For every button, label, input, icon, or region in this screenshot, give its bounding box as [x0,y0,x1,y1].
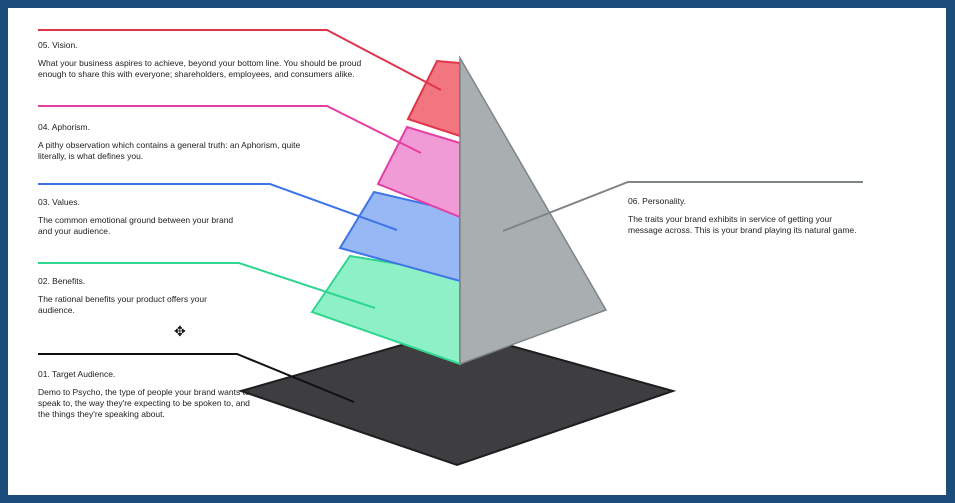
move-cursor-icon: ✥ [174,323,186,339]
target-audience-title: 01. Target Audience. [38,369,116,379]
personality-text: The traits your brand exhibits in servic… [628,214,857,235]
values-title: 03. Values. [38,197,80,207]
target-audience-base [237,328,677,467]
benefits-block: 02. Benefits. The rational benefits your… [38,276,238,316]
vision-block: 05. Vision. What your business aspires t… [38,40,378,80]
personality-title: 06. Personality. [628,196,686,206]
vision-text: What your business aspires to achieve, b… [38,58,362,79]
aphorism-text: A pithy observation which contains a gen… [38,140,301,161]
aphorism-leader-line [38,105,422,154]
target-audience-text: Demo to Psycho, the type of people your … [38,387,250,419]
personality-face [459,55,608,366]
benefits-leader-line [38,262,376,309]
vision-leader-line [38,29,442,91]
vision-tier [406,59,461,138]
vision-title: 05. Vision. [38,40,78,50]
values-leader-line [38,183,398,231]
personality-leader-line [502,181,863,232]
benefits-title: 02. Benefits. [38,276,86,286]
target-audience-block: 01. Target Audience. Demo to Psycho, the… [38,369,258,420]
values-text: The common emotional ground between your… [38,215,234,236]
benefits-text: The rational benefits your product offer… [38,294,207,315]
brand-pyramid-diagram [38,29,863,467]
values-block: 03. Values. The common emotional ground … [38,197,243,237]
slide-frame: 05. Vision. What your business aspires t… [8,8,946,495]
aphorism-block: 04. Aphorism. A pithy observation which … [38,122,328,162]
target-audience-leader-line [38,353,355,403]
personality-block: 06. Personality. The traits your brand e… [628,196,858,236]
aphorism-title: 04. Aphorism. [38,122,90,132]
